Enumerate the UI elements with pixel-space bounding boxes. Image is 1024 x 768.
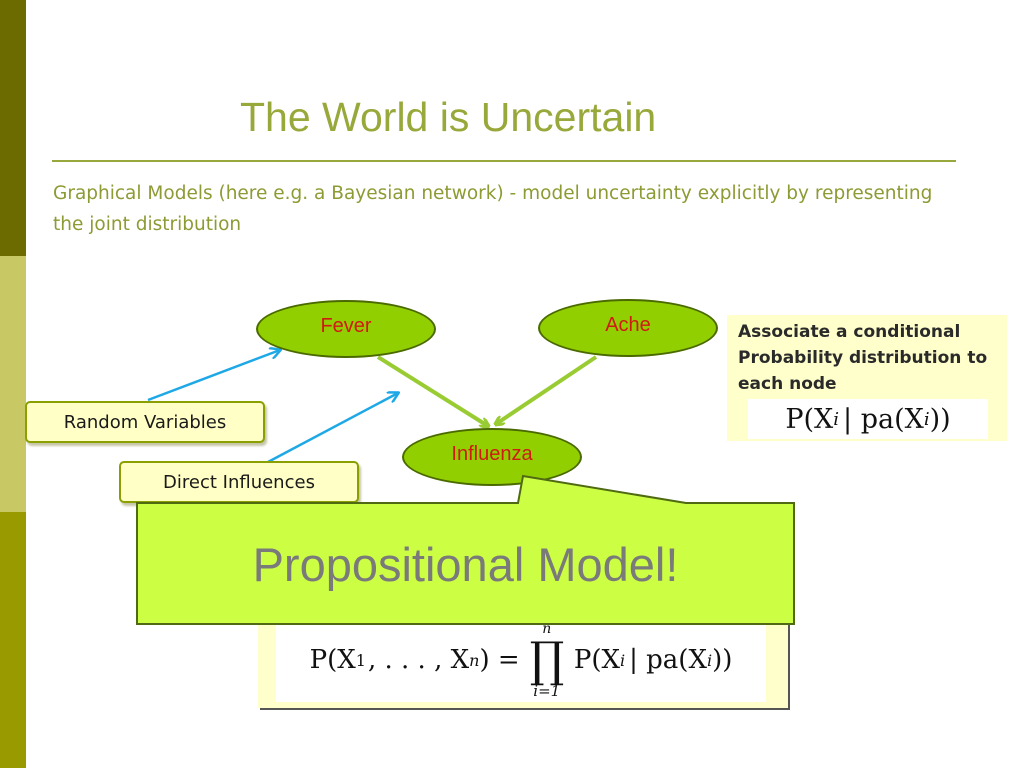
slide-subtitle: Graphical Models (here e.g. a Bayesian n… [53, 183, 933, 235]
joint-subn: n [469, 650, 480, 670]
slide-title: The World is Uncertain [240, 94, 657, 140]
side-band-middle [0, 256, 26, 512]
side-band-top [0, 0, 26, 256]
edge-fever-influenza [376, 355, 488, 426]
cpd-formula-lhs: P(X [785, 403, 834, 435]
joint-lhs: P(X [309, 645, 356, 675]
joint-mid: | pa(X [629, 645, 707, 675]
label-random-variables-text: Random Variables [63, 411, 227, 433]
product-symbol: ∏ [529, 631, 564, 688]
joint-subi: i [620, 650, 626, 670]
cpd-box: Associate a conditional Probability dist… [727, 315, 1007, 441]
title-divider [52, 160, 956, 162]
node-fever: Fever [256, 300, 436, 358]
joint-subi2: i [706, 650, 713, 670]
node-fever-label: Fever [320, 314, 372, 337]
cpd-formula-rhs: )) [929, 403, 951, 435]
joint-dots: , . . . , X [367, 645, 470, 675]
product-lower: i=1 [533, 681, 561, 700]
edge-ache-influenza [496, 355, 598, 424]
pointer-random-variables [147, 350, 280, 402]
joint-end: )) [712, 645, 733, 675]
node-ache-label: Ache [605, 313, 651, 336]
label-direct-influences-text: Direct Influences [163, 471, 315, 493]
side-band-bottom [0, 512, 26, 768]
cpd-description: Associate a conditional Probability dist… [738, 322, 988, 394]
cpd-formula-sub2: i [923, 408, 930, 430]
node-influenza-label: Influenza [451, 442, 533, 465]
pointer-direct-influences [267, 393, 398, 464]
node-influenza: Influenza [402, 428, 582, 486]
product-upper: n [542, 620, 552, 637]
joint-eq: ) = [479, 645, 520, 675]
joint-sub1: 1 [355, 650, 366, 670]
joint-rhs: P(X [573, 645, 620, 675]
product-operator: n ∏ i=1 [524, 622, 570, 699]
node-ache: Ache [538, 299, 718, 357]
cpd-formula-mid: | pa(X [843, 403, 924, 435]
label-random-variables: Random Variables [25, 401, 265, 443]
cpd-formula-sub: i [833, 408, 840, 430]
callout-text: Propositional Model! [252, 537, 679, 591]
